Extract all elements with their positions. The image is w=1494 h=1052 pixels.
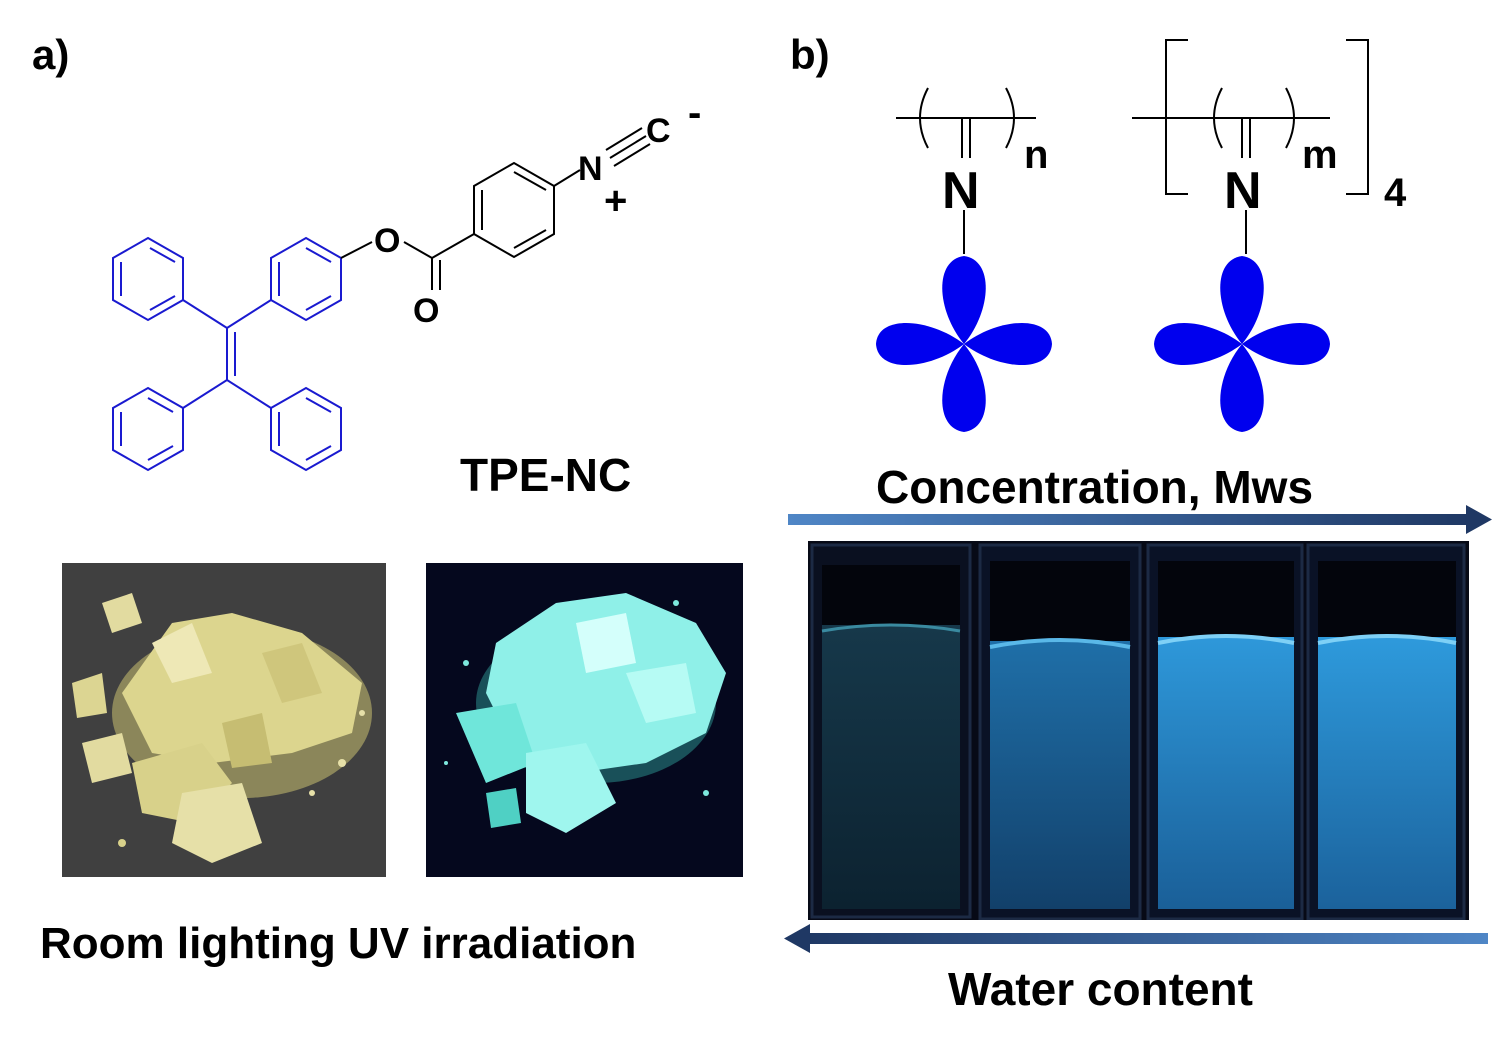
ester-oxygen-atom: O (374, 222, 400, 260)
carbonyl-oxygen-atom: O (413, 292, 439, 330)
arrow-left (784, 924, 1488, 953)
compound-name: TPE-NC (460, 449, 632, 501)
arrow-right (788, 505, 1492, 534)
panel-a-label: a) (32, 31, 70, 78)
tpe-nc-structure: O O N C + - (112, 91, 701, 472)
uv-powder-photo (426, 563, 743, 877)
tpe-flower-right (1154, 256, 1330, 432)
cuvettes-image (808, 541, 1469, 920)
polymer-star-arm-count: 4 (1384, 171, 1407, 215)
panel-b-label: b) (790, 31, 830, 78)
tpe-core (112, 236, 342, 472)
tpe-flower-left (876, 256, 1052, 432)
cuvette-3 (1146, 543, 1304, 920)
polymer-star-nitrogen: N (1224, 162, 1262, 220)
polymer-linear (896, 87, 1036, 254)
carbon-atom: C (646, 112, 671, 150)
photo-caption: Room lighting UV irradiation (40, 919, 637, 968)
room-light-powder-photo (62, 563, 386, 877)
polymer-star (1132, 39, 1369, 254)
polymer-linear-subscript: n (1024, 133, 1048, 177)
cuvettes-photo (808, 541, 1469, 920)
yellow-powder-image (62, 563, 386, 877)
polymer-linear-nitrogen: N (942, 162, 980, 220)
cuvette-2 (978, 543, 1142, 920)
cuvette-4 (1306, 543, 1466, 920)
polymer-star-subscript: m (1302, 133, 1338, 177)
cuvette-1 (810, 543, 972, 919)
cyan-powder-image (426, 563, 743, 877)
plus-charge: + (604, 179, 627, 223)
nitrogen-atom: N (578, 150, 603, 188)
benzoate-isocyanide (340, 127, 651, 290)
minus-charge: - (688, 91, 701, 135)
arrow-bottom-label: Water content (948, 963, 1253, 1015)
arrow-top-label: Concentration, Mws (876, 461, 1314, 513)
